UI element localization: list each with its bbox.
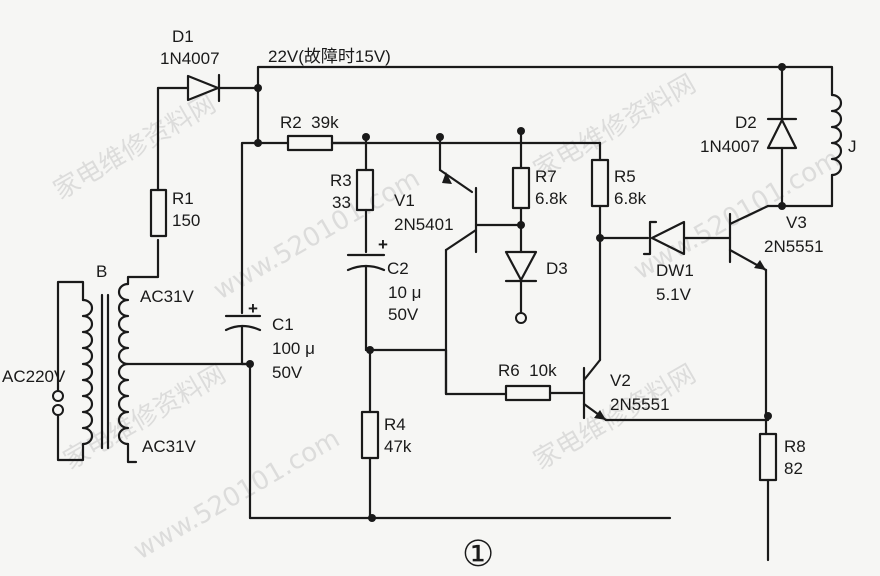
label-c1-plus: + (248, 299, 258, 318)
label-r3: R3 (330, 171, 352, 190)
label-d2: D2 (735, 113, 757, 132)
label-c2-plus: + (378, 235, 388, 254)
label-r5-value: 6.8k (614, 189, 647, 208)
label-c1-value1: 100 μ (272, 339, 315, 358)
label-r1: R1 (172, 189, 194, 208)
resistor-r7-led-d3 (504, 129, 538, 324)
label-r2: R2 39k (280, 113, 339, 132)
label-v1-part: 2N5401 (394, 215, 454, 234)
mains-terminal (52, 404, 64, 416)
label-v3-part: 2N5551 (764, 237, 824, 256)
label-v2-part: 2N5551 (610, 395, 670, 414)
label-v1: V1 (394, 191, 415, 210)
label-r4: R4 (384, 415, 406, 434)
label-c2-value1: 10 μ (388, 283, 421, 302)
label-d1-part: 1N4007 (160, 49, 220, 68)
zener-dw1 (642, 220, 732, 256)
transistor-v2 (582, 358, 770, 422)
label-c2: C2 (387, 259, 409, 278)
transistor-v3 (728, 204, 772, 436)
label-ac-top: AC31V (140, 287, 195, 306)
label-c2-value2: 50V (388, 305, 419, 324)
label-r5: R5 (614, 167, 636, 186)
power-rail (254, 63, 834, 147)
label-relay: J (848, 137, 857, 156)
label-dw1-value: 5.1V (656, 285, 692, 304)
diode-d2-relay-j (766, 65, 843, 210)
label-r7-value: 6.8k (535, 189, 568, 208)
label-c1-value2: 50V (272, 363, 303, 382)
resistor-r1 (149, 86, 190, 238)
label-r4-value: 47k (384, 437, 412, 456)
figure-number: ① (462, 534, 494, 575)
label-d3: D3 (546, 259, 568, 278)
capacitor-c1 (224, 141, 262, 520)
label-dw1: DW1 (656, 261, 694, 280)
resistor-r8 (758, 432, 778, 562)
r3-c2-r4-branch (330, 135, 448, 522)
label-bus-voltage: 22V(故障时15V) (268, 47, 391, 66)
resistor-r2 (256, 127, 602, 152)
watermark-text: 家电维修资料网 (49, 89, 222, 206)
label-v3: V3 (786, 213, 807, 232)
label-transformer: B (96, 262, 107, 281)
label-r8-value: 82 (784, 459, 803, 478)
transistor-v1 (438, 135, 523, 396)
label-r8: R8 (784, 437, 806, 456)
diode-d1 (186, 73, 260, 103)
label-r7: R7 (535, 167, 557, 186)
component-labels: D1 1N4007 22V(故障时15V) R1 150 B AC31V AC3… (2, 27, 857, 575)
mains-terminal (52, 390, 64, 402)
label-r1-value: 150 (172, 211, 200, 230)
label-d2-part: 1N4007 (700, 137, 760, 156)
resistor-r5 (590, 141, 650, 362)
label-r6: R6 10k (498, 361, 557, 380)
label-r3-value: 33 (332, 193, 351, 212)
label-ac-bottom: AC31V (142, 437, 197, 456)
transformer-b (52, 238, 252, 464)
watermark-text: 家电维修资料网 (59, 359, 232, 476)
label-mains: AC220V (2, 367, 66, 386)
label-c1: C1 (272, 315, 294, 334)
label-v2: V2 (610, 371, 631, 390)
label-d1: D1 (172, 27, 194, 46)
resistor-r6 (504, 384, 586, 402)
